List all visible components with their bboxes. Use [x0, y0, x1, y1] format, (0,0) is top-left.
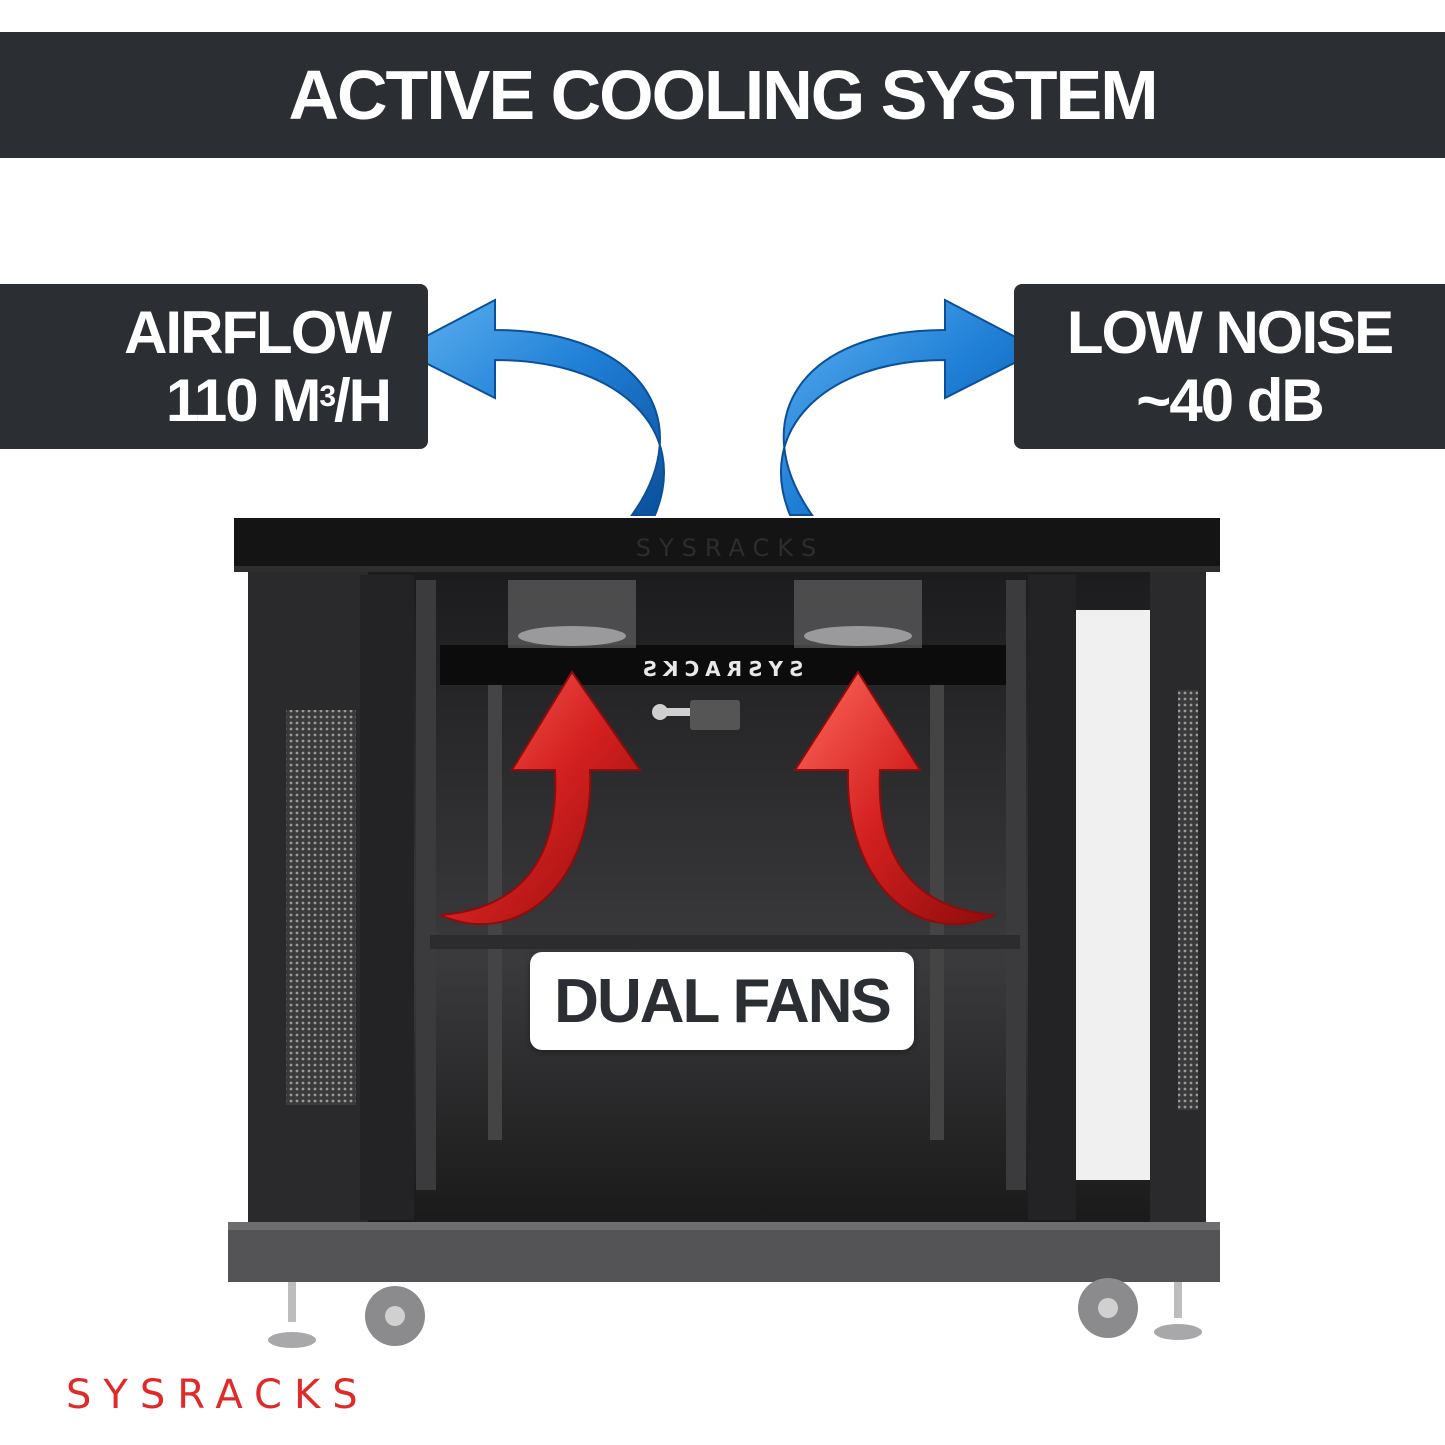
- curved-red-arrow-right: [793, 670, 996, 926]
- lid-brand-emboss: SYSRACKS: [636, 534, 825, 562]
- curved-red-arrow-left: [439, 670, 642, 926]
- noise-value: ~40 dB: [1136, 366, 1324, 434]
- fan-icon: [508, 580, 922, 648]
- noise-label: LOW NOISE: [1066, 298, 1394, 366]
- key-icon: [652, 700, 740, 730]
- airflow-value: 110 M3/H: [165, 366, 392, 434]
- rack-cabinet: [228, 518, 1220, 1282]
- airflow-label: AIRFLOW: [124, 298, 392, 366]
- airflow-callout: AIRFLOW 110 M3/H: [0, 284, 428, 449]
- noise-callout: LOW NOISE ~40 dB: [1014, 284, 1445, 449]
- dual-fans-label: DUAL FANS: [530, 952, 914, 1050]
- brand-logo: SYSRACKS: [66, 1372, 370, 1418]
- fan-plate-brand-mirrored: SYSRACKS: [637, 657, 804, 681]
- curved-blue-arrow-right: [779, 298, 1043, 516]
- curved-blue-arrow-left: [397, 298, 665, 516]
- caster-wheel: [268, 1278, 1202, 1348]
- page-title: ACTIVE COOLING SYSTEM: [0, 32, 1445, 158]
